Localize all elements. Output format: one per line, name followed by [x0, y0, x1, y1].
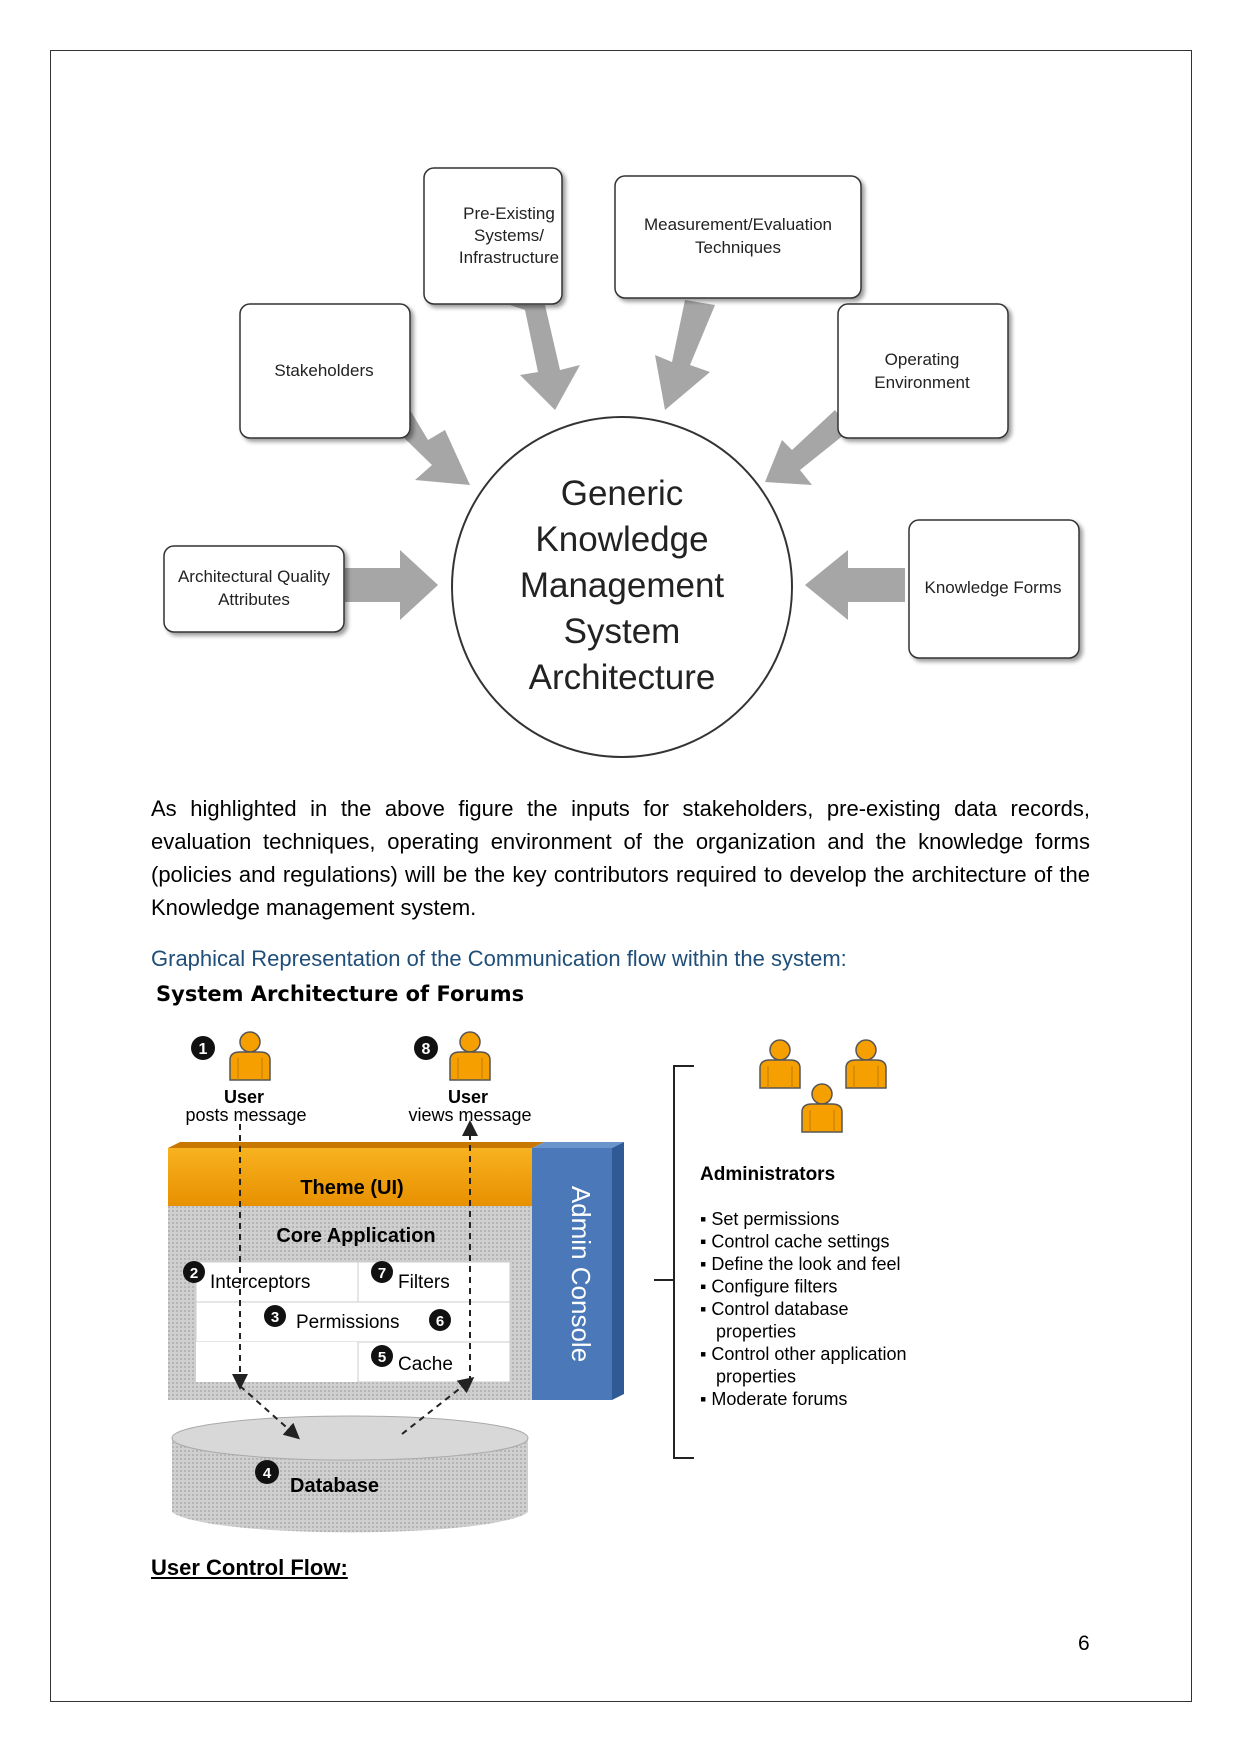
user-post-figure: 1 User posts message — [185, 1031, 307, 1125]
box-stakeholders — [239, 303, 411, 439]
section-subheading: Graphical Representation of the Communic… — [151, 946, 847, 971]
step-8-badge: 8 — [422, 1041, 431, 1058]
step-5-badge: 5 — [378, 1349, 386, 1366]
theme-ui-bar — [168, 1148, 532, 1206]
flow-to-database — [239, 1385, 300, 1440]
admin-duty-0-line-0: ▪ Set permissions — [700, 1209, 839, 1229]
knowledge-forms-label: Knowledge Forms — [924, 578, 1061, 597]
architectural-line-2: Attributes — [218, 590, 290, 609]
box-knowledge-forms — [908, 519, 1080, 659]
forum-diagram-title: System Architecture of Forums — [156, 982, 525, 1006]
cache-label: Cache — [398, 1354, 453, 1375]
body-paragraph: As highlighted in the above figure the i… — [151, 796, 1090, 920]
step-7-badge: 7 — [378, 1265, 386, 1282]
architectural-line-1: Architectural Quality — [178, 567, 331, 586]
admin-duty-2-line-0: ▪ Define the look and feel — [700, 1254, 901, 1274]
theme-ui-label: Theme (UI) — [300, 1177, 403, 1199]
box-pre-existing — [423, 167, 563, 305]
user-view-label: User — [448, 1087, 488, 1107]
center-line-4: System — [564, 612, 681, 651]
filters-label: Filters — [398, 1272, 450, 1293]
administrators-figures — [759, 1039, 887, 1133]
knowledge-management-architecture-diagram: Generic Knowledge Management System Arch… — [163, 167, 1080, 758]
operating-line-2: Environment — [874, 373, 970, 392]
arrow-operating — [765, 410, 850, 485]
admin-duty-5-line-0: ▪ Control other application — [700, 1344, 907, 1364]
page-border — [50, 50, 1192, 1702]
step-3-badge: 3 — [271, 1309, 279, 1326]
measurement-line-2: Techniques — [695, 238, 781, 257]
step-4-badge: 4 — [263, 1465, 272, 1482]
admin-bracket — [654, 1065, 694, 1459]
center-line-1: Generic — [561, 474, 684, 513]
box-architectural — [163, 545, 345, 633]
database-label: Database — [290, 1475, 379, 1497]
arrow-architectural — [345, 550, 438, 620]
step-1-badge: 1 — [199, 1041, 208, 1058]
administrators-heading: Administrators — [700, 1164, 835, 1185]
pre-existing-line-3: Infrastructure — [459, 248, 559, 267]
central-circle — [451, 416, 793, 758]
user-control-flow-heading: User Control Flow: — [151, 1555, 348, 1580]
arrow-measurement — [655, 300, 715, 410]
arrow-pre-existing — [510, 305, 580, 410]
pre-existing-line-2: Systems/ — [474, 226, 544, 245]
admin-duty-1-line-0: ▪ Control cache settings — [700, 1232, 889, 1252]
step-6-badge: 6 — [436, 1313, 444, 1330]
operating-line-1: Operating — [885, 350, 960, 369]
admin-duty-5-line-1: properties — [716, 1367, 796, 1387]
admin-console-label: Admin Console — [566, 1186, 596, 1362]
stakeholders-label: Stakeholders — [274, 361, 373, 380]
arrow-knowledge-forms — [805, 550, 905, 620]
flow-from-database — [401, 1377, 475, 1435]
admin-duty-6-line-0: ▪ Moderate forums — [700, 1389, 847, 1409]
center-line-2: Knowledge — [535, 520, 708, 559]
core-application-label: Core Application — [276, 1225, 435, 1247]
box-measurement — [614, 175, 862, 299]
measurement-line-1: Measurement/Evaluation — [644, 215, 832, 234]
user-view-sub: views message — [408, 1105, 531, 1125]
interceptors-label: Interceptors — [210, 1272, 310, 1293]
admin-duty-4-line-1: properties — [716, 1322, 796, 1342]
page-number: 6 — [1078, 1632, 1090, 1655]
permissions-label: Permissions — [296, 1312, 399, 1333]
admin-duties-list: ▪ Set permissions ▪ Control cache setting… — [700, 1209, 907, 1409]
forum-architecture-diagram: 1 User posts message 8 User views messag… — [168, 1031, 907, 1533]
pre-existing-line-1: Pre-Existing — [463, 204, 555, 223]
box-operating — [837, 303, 1009, 439]
step-2-badge: 2 — [190, 1265, 198, 1282]
admin-console-bar — [532, 1148, 612, 1400]
center-line-5: Architecture — [529, 658, 716, 697]
admin-duty-3-line-0: ▪ Configure filters — [700, 1277, 837, 1297]
arrow-stakeholders — [398, 410, 470, 485]
admin-duty-4-line-0: ▪ Control database — [700, 1299, 848, 1319]
user-post-label: User — [224, 1087, 264, 1107]
center-line-3: Management — [520, 566, 725, 605]
user-view-figure: 8 User views message — [408, 1031, 532, 1125]
user-post-sub: posts message — [185, 1105, 306, 1125]
